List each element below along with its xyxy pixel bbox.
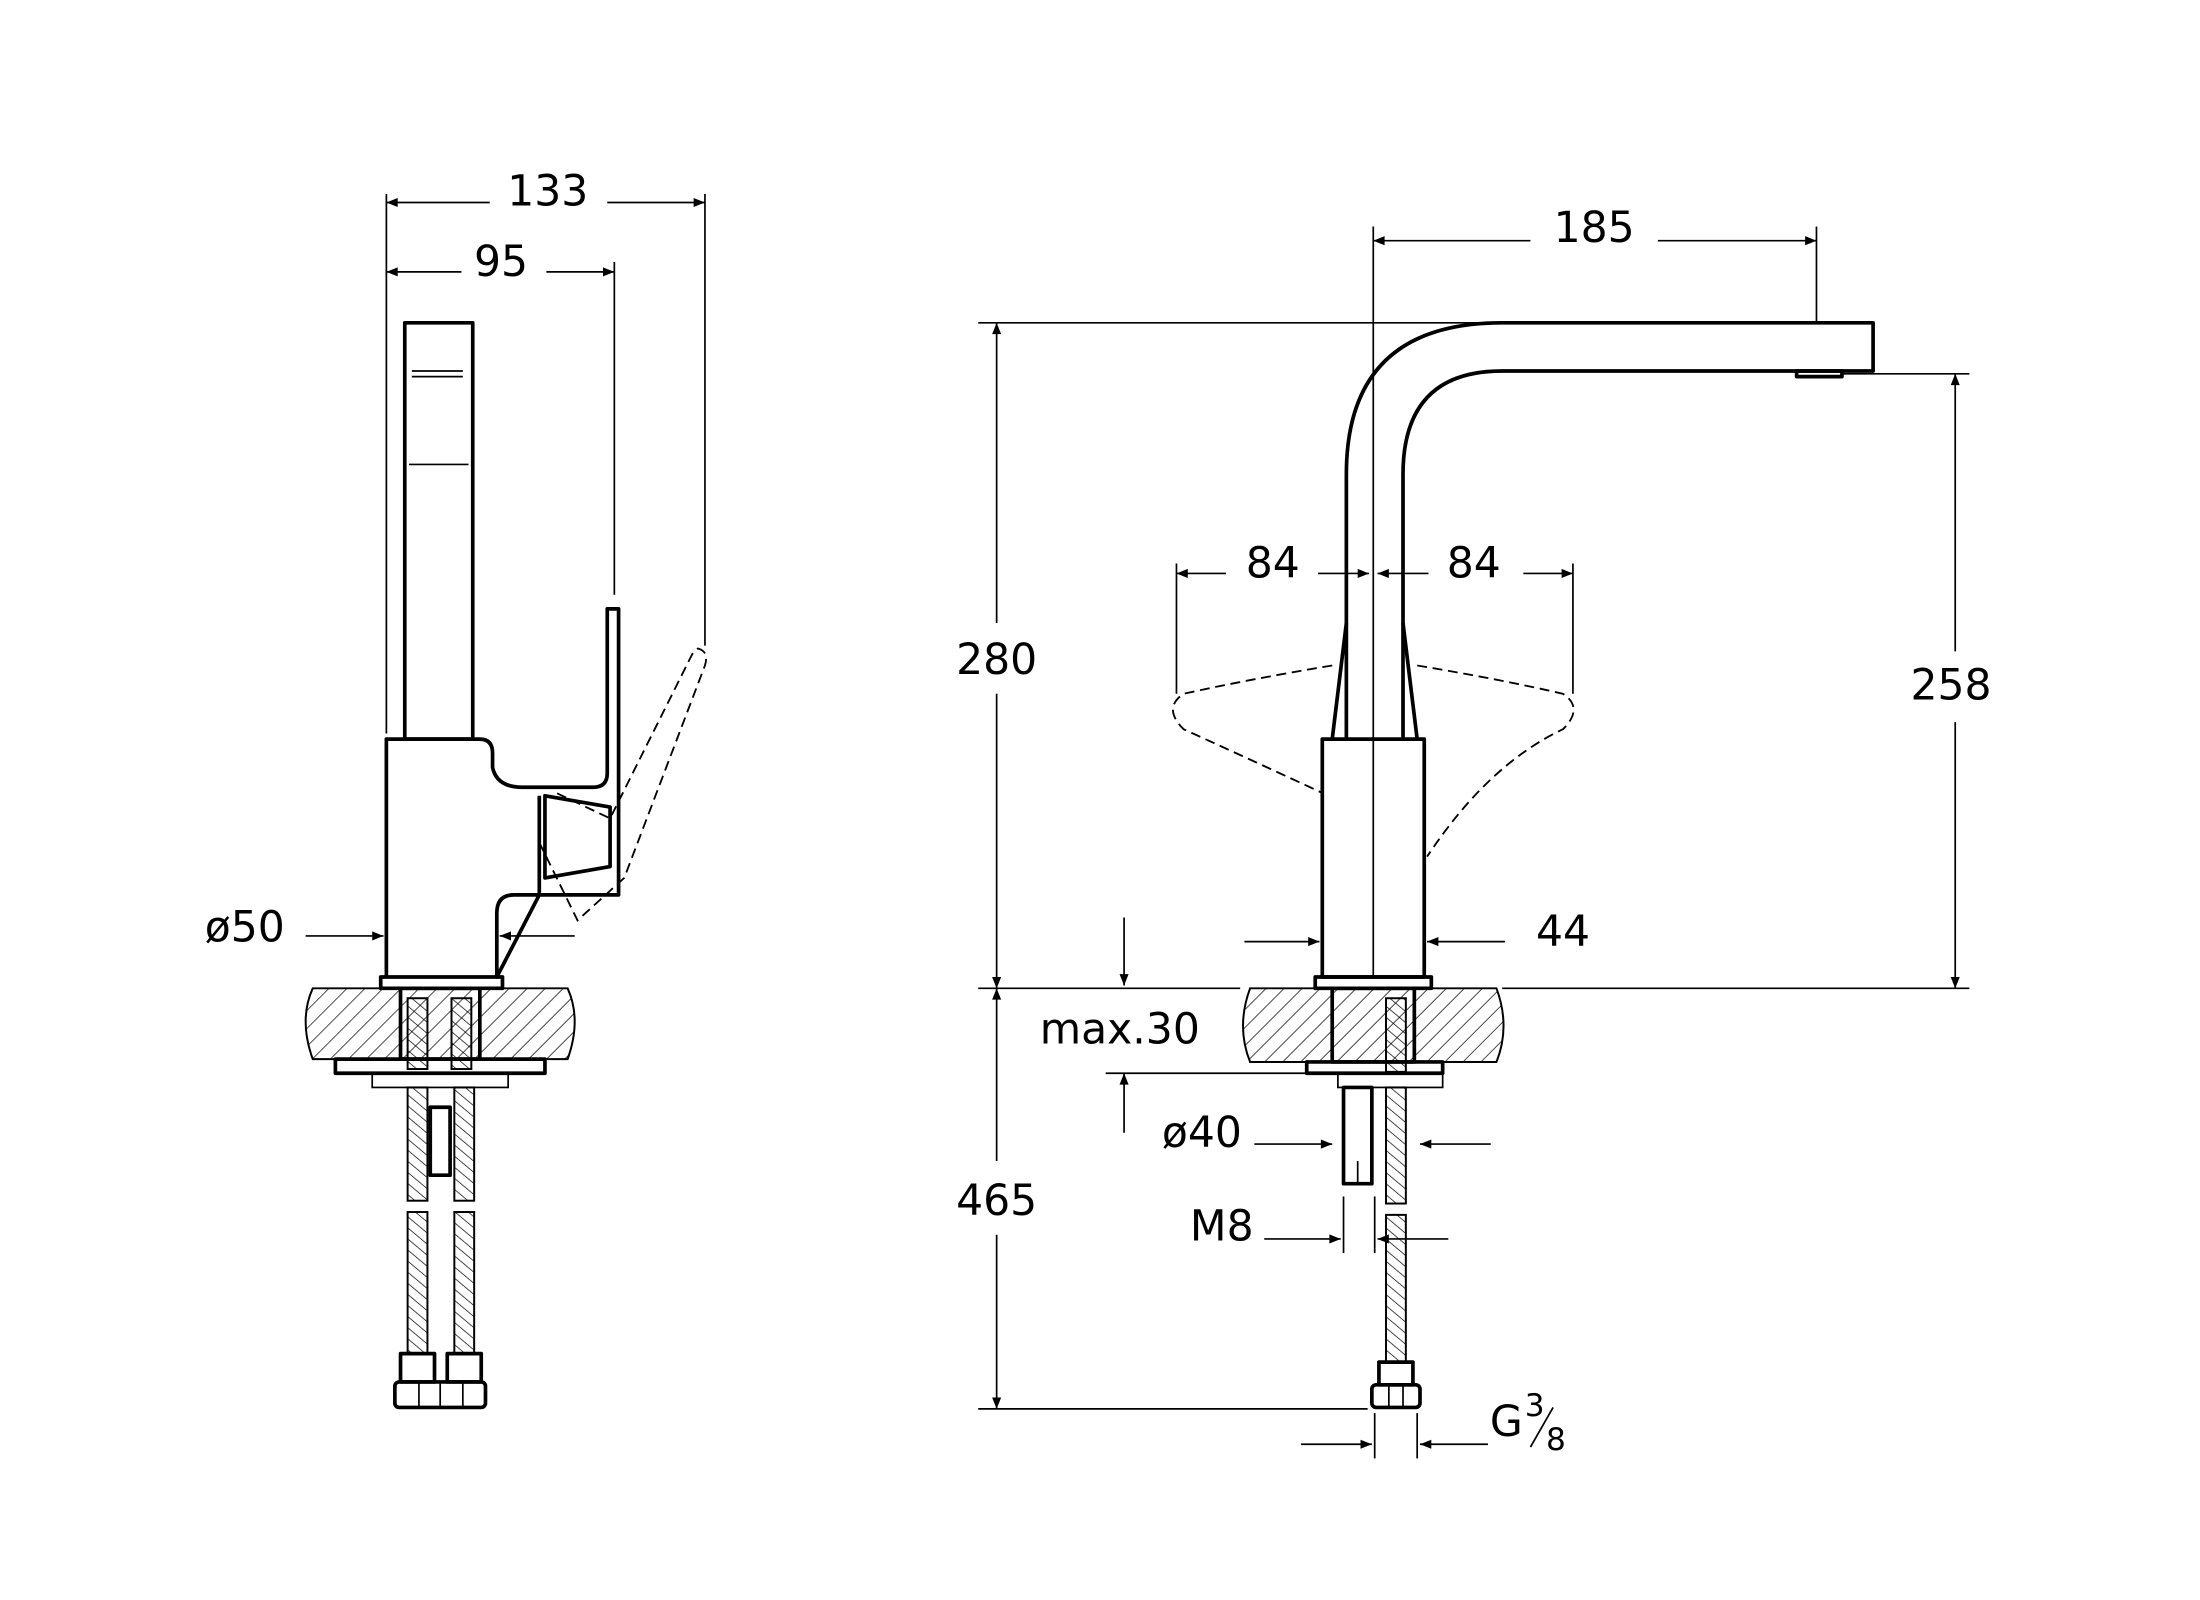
dim-label-95: 95: [474, 238, 528, 287]
side-body: [384, 607, 621, 979]
front-neck: [1330, 622, 1419, 740]
dim-label-g-3-8: G 3 8: [1490, 1388, 1566, 1458]
side-spout: [402, 320, 475, 741]
side-lever-alt-position: [538, 647, 708, 922]
dim-label-258: 258: [1910, 661, 1991, 710]
side-countertop: [304, 987, 576, 1061]
front-lever-left-alt: [1172, 664, 1333, 794]
front-view: 185 280 258 465 84 84 44 max.30 ø40: [956, 204, 1992, 1459]
side-lever-knob: [543, 793, 612, 880]
dim-label-max-30: max.30: [1040, 1006, 1200, 1055]
dim-label-diameter-50: ø50: [205, 904, 285, 953]
dim-label-44: 44: [1536, 908, 1590, 957]
svg-text:G: G: [1490, 1398, 1523, 1447]
side-hoses: [393, 1086, 488, 1410]
dim-label-diameter-40: ø40: [1162, 1109, 1242, 1158]
front-hose-and-rod: [1341, 1085, 1422, 1410]
dim-label-133: 133: [507, 167, 588, 216]
dim-label-185: 185: [1554, 204, 1635, 253]
dim-label-m8: M8: [1190, 1202, 1254, 1251]
dim-label-84-right: 84: [1447, 540, 1501, 589]
dim-label-84-left: 84: [1246, 540, 1300, 589]
dim-label-465: 465: [956, 1177, 1037, 1226]
front-spout: [1344, 320, 1875, 740]
front-countertop: [1242, 987, 1505, 1063]
side-view: 133 95 ø50: [205, 167, 708, 1410]
dim-label-280: 280: [956, 636, 1037, 685]
svg-text:8: 8: [1546, 1422, 1566, 1458]
front-lever-right-alt: [1417, 664, 1575, 858]
svg-text:3: 3: [1525, 1388, 1545, 1424]
